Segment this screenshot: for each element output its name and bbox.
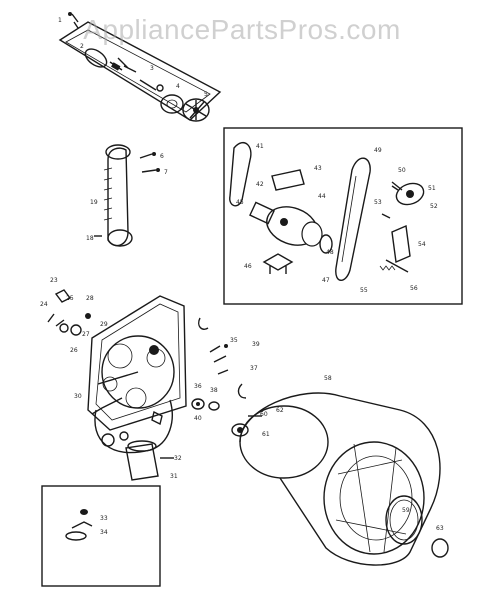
- part-label: 42: [256, 181, 264, 188]
- part-label: 51: [428, 185, 436, 192]
- part-label: 39: [252, 341, 260, 348]
- part-label: 50: [398, 167, 406, 174]
- part-label: 26: [70, 347, 78, 354]
- part-label: 44: [318, 193, 326, 200]
- motor-assembly-box: [223, 127, 463, 305]
- top-rear-assembly: [58, 12, 222, 122]
- part-number-labels: 1 2 3 4 5 6 7 19 18 41 42 43 44 45 46 47…: [40, 17, 444, 536]
- rear-bulkhead: [47, 289, 209, 454]
- part-label: 61: [262, 431, 270, 438]
- part-label: 4: [176, 83, 180, 90]
- part-label: 60: [260, 411, 268, 418]
- part-label: 48: [326, 249, 334, 256]
- part-label: 53: [374, 199, 382, 206]
- part-label: 25: [66, 295, 74, 302]
- part-label: 43: [314, 165, 322, 172]
- part-label: 38: [210, 387, 218, 394]
- part-label: 18: [86, 235, 94, 242]
- part-label: 5: [204, 91, 208, 98]
- part-label: 40: [194, 415, 202, 422]
- part-label: 35: [230, 337, 238, 344]
- part-label: 19: [90, 199, 98, 206]
- part-label: 30: [74, 393, 82, 400]
- part-label: 55: [360, 287, 368, 294]
- part-label: 3: [150, 65, 154, 72]
- part-label: 29: [100, 321, 108, 328]
- part-label: 1: [58, 17, 62, 24]
- part-label: 52: [430, 203, 438, 210]
- part-label: 2: [80, 43, 84, 50]
- part-label: 56: [410, 285, 418, 292]
- part-label: 63: [436, 525, 444, 532]
- part-label: 6: [160, 153, 164, 160]
- part-label: 54: [418, 241, 426, 248]
- part-label: 62: [276, 407, 284, 414]
- part-label: 46: [244, 263, 252, 270]
- part-label: 7: [164, 169, 168, 176]
- part-label: 33: [100, 515, 108, 522]
- part-label: 45: [236, 199, 244, 206]
- part-label: 31: [170, 473, 178, 480]
- thermostat-cluster: [125, 344, 247, 481]
- part-label: 37: [250, 365, 258, 372]
- part-label: 34: [100, 529, 108, 536]
- part-label: 58: [324, 375, 332, 382]
- inset-parts-box: [41, 485, 161, 587]
- part-label: 32: [174, 455, 182, 462]
- dryer-drum: [231, 392, 449, 566]
- part-label: 23: [50, 277, 58, 284]
- exhaust-duct: [94, 144, 160, 247]
- part-label: 41: [256, 143, 264, 150]
- part-label: 27: [82, 331, 90, 338]
- part-label: 59: [402, 507, 410, 514]
- part-label: 36: [194, 383, 202, 390]
- part-label: 24: [40, 301, 48, 308]
- part-label: 49: [374, 147, 382, 154]
- part-label: 47: [322, 277, 330, 284]
- part-label: 28: [86, 295, 94, 302]
